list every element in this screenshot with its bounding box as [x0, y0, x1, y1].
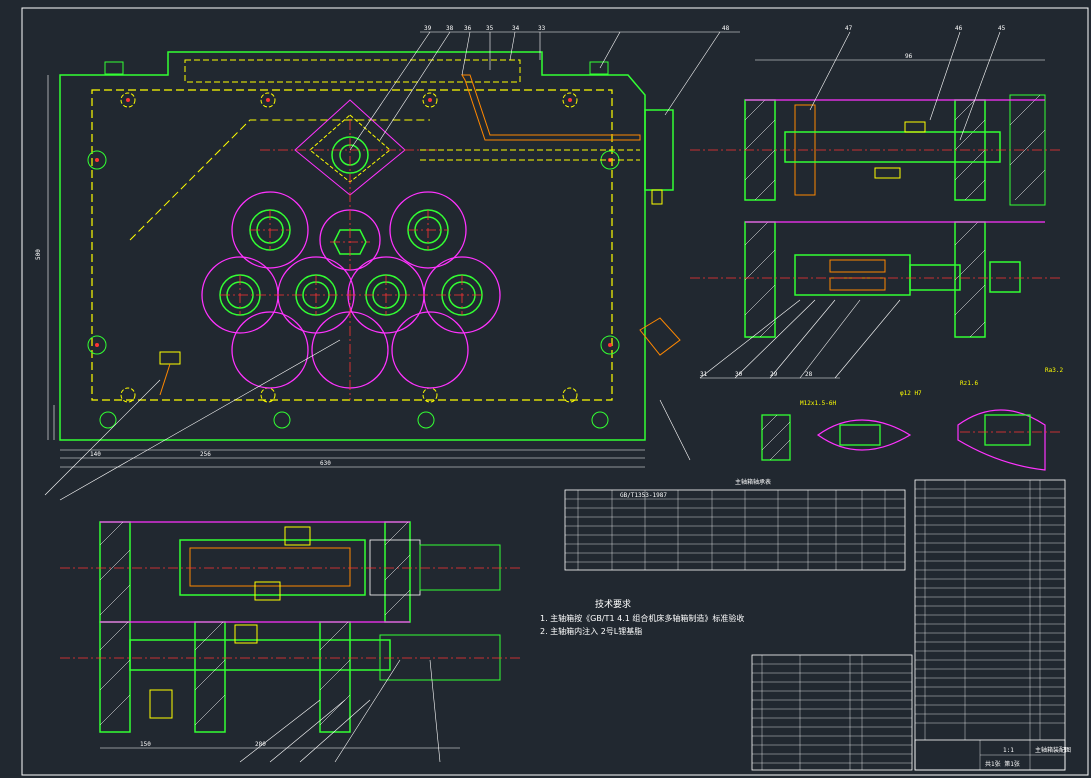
bearing-table-title: 主轴箱轴承表 [735, 478, 771, 486]
callout-31: 31 [700, 371, 708, 378]
sheet-border [21, 7, 1089, 776]
callout-39: 39 [424, 25, 432, 32]
callout-34: 34 [512, 25, 520, 32]
callout-33: 33 [538, 25, 546, 32]
callout-36: 36 [464, 25, 472, 32]
callout-28: 28 [805, 371, 813, 378]
callout-30: 30 [735, 371, 743, 378]
dim-overall-height: 500 [35, 249, 42, 260]
callout-47: 47 [845, 25, 853, 32]
title-block-scale: 1:1 [1003, 747, 1014, 754]
dim-c: 96 [905, 53, 913, 60]
parts-list: 主轴箱装配图 1:1 共1张 第1张 [751, 479, 1071, 771]
section-view-a: 47 46 45 96 [690, 25, 1060, 206]
bearing-table: 主轴箱轴承表 GB/T1353-1987 [564, 478, 906, 571]
dim-overall-width: 630 [320, 460, 331, 467]
callout-48: 48 [722, 25, 730, 32]
title-block-sheet: 共1张 第1张 [985, 760, 1020, 768]
front-view: 630 500 256 140 39 38 36 35 34 33 48 [35, 25, 740, 501]
title-block-name: 主轴箱装配图 [1035, 746, 1071, 754]
dim-e: 280 [255, 741, 266, 748]
callout-29: 29 [770, 371, 778, 378]
bearing-table-standard: GB/T1353-1987 [620, 492, 667, 499]
detail-label-fit: φ12 H7 [900, 390, 922, 397]
tech-requirements-title: 技术要求 [595, 598, 631, 610]
tech-requirement-2: 2. 主轴箱内注入 2号L锂基脂 [540, 626, 642, 636]
detail-label-rough1: Rz1.6 [960, 380, 978, 387]
callout-46: 46 [955, 25, 963, 32]
section-view-b: 31 30 29 28 [690, 221, 1060, 379]
callout-38: 38 [446, 25, 454, 32]
detail-views: M12x1.5-6H φ12 H7 Rz1.6 Ra3.2 [761, 367, 1063, 471]
technical-requirements: 技术要求 1. 主轴箱按《GB/T1 4.1 组合机床多轴箱制造》标准验收 2.… [540, 598, 744, 636]
detail-label-rough2: Ra3.2 [1045, 367, 1063, 374]
detail-label-thread: M12x1.5-6H [800, 400, 837, 407]
dim-b: 256 [200, 451, 211, 458]
callout-45: 45 [998, 25, 1006, 32]
dim-d: 150 [140, 741, 151, 748]
callout-35: 35 [486, 25, 494, 32]
section-view-d: 150 280 [60, 621, 520, 763]
dim-a: 140 [90, 451, 101, 458]
tech-requirement-1: 1. 主轴箱按《GB/T1 4.1 组合机床多轴箱制造》标准验收 [540, 613, 744, 623]
section-view-c [60, 521, 520, 623]
